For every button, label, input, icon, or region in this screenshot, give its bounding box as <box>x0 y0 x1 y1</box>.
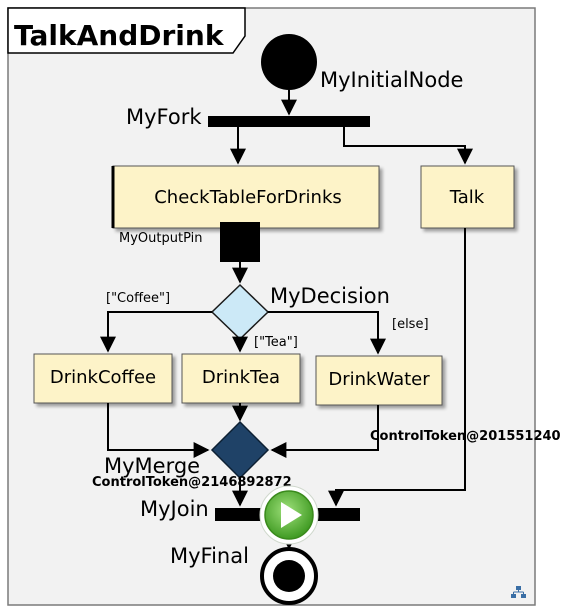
initial-node[interactable] <box>261 34 317 90</box>
initial-node-label: MyInitialNode <box>320 68 463 92</box>
decision-label: MyDecision <box>270 284 390 308</box>
control-token-left: ControlToken@2146892872 <box>92 475 292 490</box>
edge-decision-water <box>268 311 386 355</box>
fork-label: MyFork <box>126 105 202 129</box>
guard-tea: ["Tea"] <box>254 335 298 350</box>
action-talk-label: Talk <box>449 187 485 208</box>
guard-coffee: ["Coffee"] <box>106 291 170 306</box>
edge-decision-coffee <box>100 311 212 353</box>
play-icon[interactable] <box>259 485 319 545</box>
activity-title: TalkAndDrink <box>14 19 225 52</box>
edge-water-merge <box>270 405 379 458</box>
action-drink-water-label: DrinkWater <box>328 369 430 390</box>
join-label: MyJoin <box>140 497 209 521</box>
guard-else: [else] <box>392 317 429 332</box>
merge-label: MyMerge <box>104 454 200 478</box>
final-node-inner <box>273 560 305 592</box>
output-pin[interactable] <box>220 222 260 262</box>
action-drink-coffee-label: DrinkCoffee <box>50 367 156 388</box>
fork-bar[interactable] <box>208 116 370 127</box>
action-drink-tea-label: DrinkTea <box>202 367 280 388</box>
control-token-right: ControlToken@201551240 <box>370 429 561 444</box>
edge-talk-join <box>328 228 466 507</box>
action-talk[interactable] <box>420 165 515 229</box>
hierarchy-icon <box>511 586 526 598</box>
action-drink-water[interactable] <box>315 355 443 406</box>
final-label: MyFinal <box>170 544 249 568</box>
action-check-table-label: CheckTableForDrinks <box>154 187 342 208</box>
action-drink-coffee[interactable] <box>33 353 173 404</box>
edge-coffee-merge <box>107 403 210 458</box>
action-check-table[interactable] <box>112 165 380 229</box>
edge-fork-talk <box>343 127 473 165</box>
output-pin-label: MyOutputPin <box>119 231 202 246</box>
title-tab <box>7 7 246 54</box>
